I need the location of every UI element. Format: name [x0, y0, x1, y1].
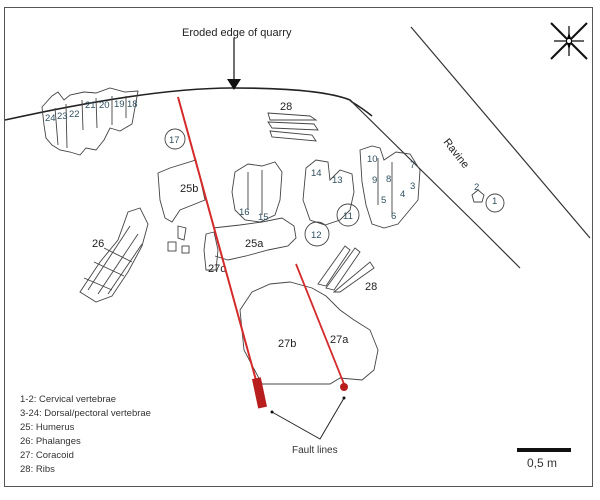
fault-pointer [271, 397, 345, 440]
fault-marker-left [251, 377, 268, 409]
coracoid-27a-label: 27a [330, 334, 349, 346]
vertebra-4-label: 4 [400, 189, 405, 200]
phalanges-26-label: 26 [92, 238, 104, 250]
vertebra-2 [471, 189, 485, 203]
compass-rose-icon [550, 22, 588, 60]
fragment [167, 241, 177, 252]
vertebra-11-label: 11 [343, 211, 353, 222]
coracoid-27c-label: 27c [208, 263, 226, 275]
vertebra-12-label: 12 [311, 230, 322, 241]
humerus-25a-label: 25a [245, 238, 264, 250]
vertebra-10-label: 10 [367, 154, 378, 165]
humerus-25b [157, 159, 206, 223]
fragment [177, 225, 187, 241]
phalanges-26 [79, 207, 149, 303]
quarry-arrow-head [227, 79, 241, 90]
ribs-28-top-label: 28 [280, 101, 292, 113]
legend-item: 3-24: Dorsal/pectoral vertebrae [20, 408, 151, 419]
ravine-line [410, 26, 591, 239]
fault-lines-label: Fault lines [292, 445, 338, 456]
vertebra-5-label: 5 [381, 195, 386, 206]
fault-marker-right [340, 383, 348, 391]
ravine-label: Ravine [441, 136, 472, 170]
vertebra-9-label: 9 [372, 175, 377, 186]
vertebra-19-label: 19 [114, 99, 125, 110]
vertebrae-18-24 [41, 87, 139, 156]
figure-frame [4, 7, 593, 487]
ribs-28-top [267, 112, 319, 142]
vertebra-18-label: 18 [127, 99, 138, 110]
quarry-edge-label: Eroded edge of quarry [182, 27, 292, 39]
legend: 1-2: Cervical vertebrae 3-24: Dorsal/pec… [20, 393, 151, 477]
vertebra-2-label: 2 [474, 182, 479, 193]
vertebra-20-label: 20 [99, 100, 110, 111]
legend-item: 25: Humerus [20, 422, 75, 433]
vertebra-16-label: 16 [239, 207, 250, 218]
vertebra-1-label: 1 [492, 196, 497, 207]
vertebrae-15-16 [231, 161, 283, 223]
vertebra-21-label: 21 [85, 100, 96, 111]
quarry-edge-continuation [351, 101, 521, 269]
vertebra-1 [485, 193, 505, 213]
vertebra-7-label: 7 [410, 160, 415, 171]
humerus-25b-label: 25b [180, 183, 198, 195]
scale-bar [517, 448, 571, 452]
vertebra-22-label: 22 [69, 109, 80, 120]
vertebrae-11-14 [302, 159, 360, 247]
vertebra-8-label: 8 [386, 174, 391, 185]
humerus-25a [212, 217, 297, 261]
legend-item: 26: Phalanges [20, 436, 81, 447]
vertebra-15-label: 15 [258, 212, 269, 223]
vertebra-14-label: 14 [311, 168, 322, 179]
fault-line-right [295, 263, 345, 385]
vertebra-6-label: 6 [391, 211, 396, 222]
vertebra-17-label: 17 [169, 135, 180, 146]
legend-item: 1-2: Cervical vertebrae [20, 394, 117, 405]
scale-label: 0,5 m [527, 456, 558, 470]
vertebra-3-label: 3 [410, 181, 415, 192]
vertebra-17 [164, 128, 186, 150]
quarry-edge-line [4, 87, 373, 121]
vertebrae-3-10 [359, 145, 421, 229]
coracoid-27c [203, 231, 219, 271]
fragment [181, 245, 190, 254]
legend-item: 28: Ribs [20, 464, 55, 475]
ribs-28-right-label: 28 [365, 281, 377, 293]
vertebra-24-label: 24 [45, 113, 56, 124]
vertebra-13-label: 13 [332, 175, 343, 186]
vertebra-23-label: 23 [57, 111, 68, 122]
coracoid-27ab [239, 281, 379, 385]
ribs-28-right [317, 245, 375, 293]
coracoid-27b-label: 27b [278, 338, 296, 350]
legend-item: 27: Coracoid [20, 450, 74, 461]
fault-line-left [177, 96, 263, 403]
